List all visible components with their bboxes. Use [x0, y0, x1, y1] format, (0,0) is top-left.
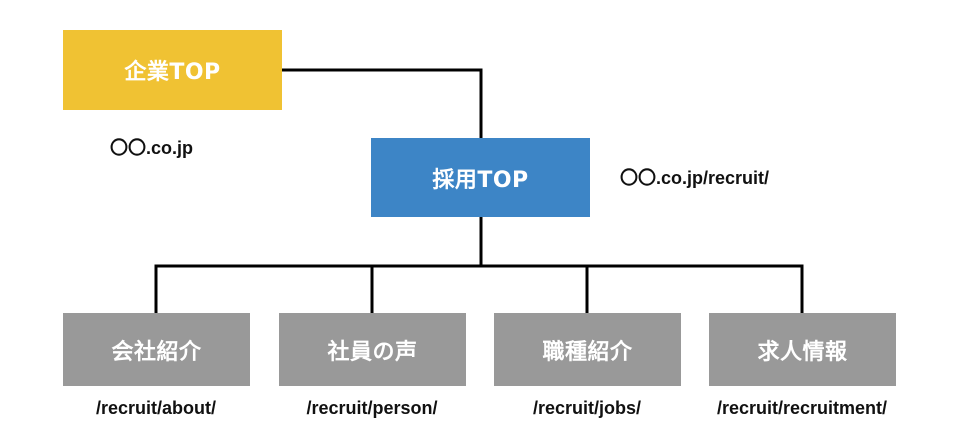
recruit-top-box: 採用TOP — [371, 138, 590, 217]
page-box-person: 社員の声 — [279, 313, 466, 386]
corporate-top-label: 企業TOP — [124, 60, 221, 85]
page-url-recruitment: /recruit/recruitment/ — [716, 398, 888, 418]
recruit-top-label: 採用TOP — [432, 167, 529, 193]
page-url-person: /recruit/person/ — [306, 398, 438, 418]
page-label-jobs: 職種紹介 — [542, 339, 633, 365]
page-box-jobs: 職種紹介 — [494, 313, 681, 386]
page-box-recruitment: 求人情報 — [709, 313, 896, 386]
corporate-top-box: 企業TOP — [63, 30, 282, 110]
page-label-about: 会社紹介 — [111, 339, 202, 365]
recruit-top-url: 〇〇.co.jp/recruit/ — [620, 168, 770, 188]
corporate-top-url: 〇〇.co.jp — [110, 138, 194, 158]
page-label-person: 社員の声 — [327, 339, 418, 365]
page-url-about: /recruit/about/ — [95, 398, 217, 418]
page-url-jobs: /recruit/jobs/ — [532, 398, 642, 418]
page-box-about: 会社紹介 — [63, 313, 250, 386]
corporate-to-recruit-line — [280, 68, 483, 140]
page-label-recruitment: 求人情報 — [757, 339, 848, 365]
